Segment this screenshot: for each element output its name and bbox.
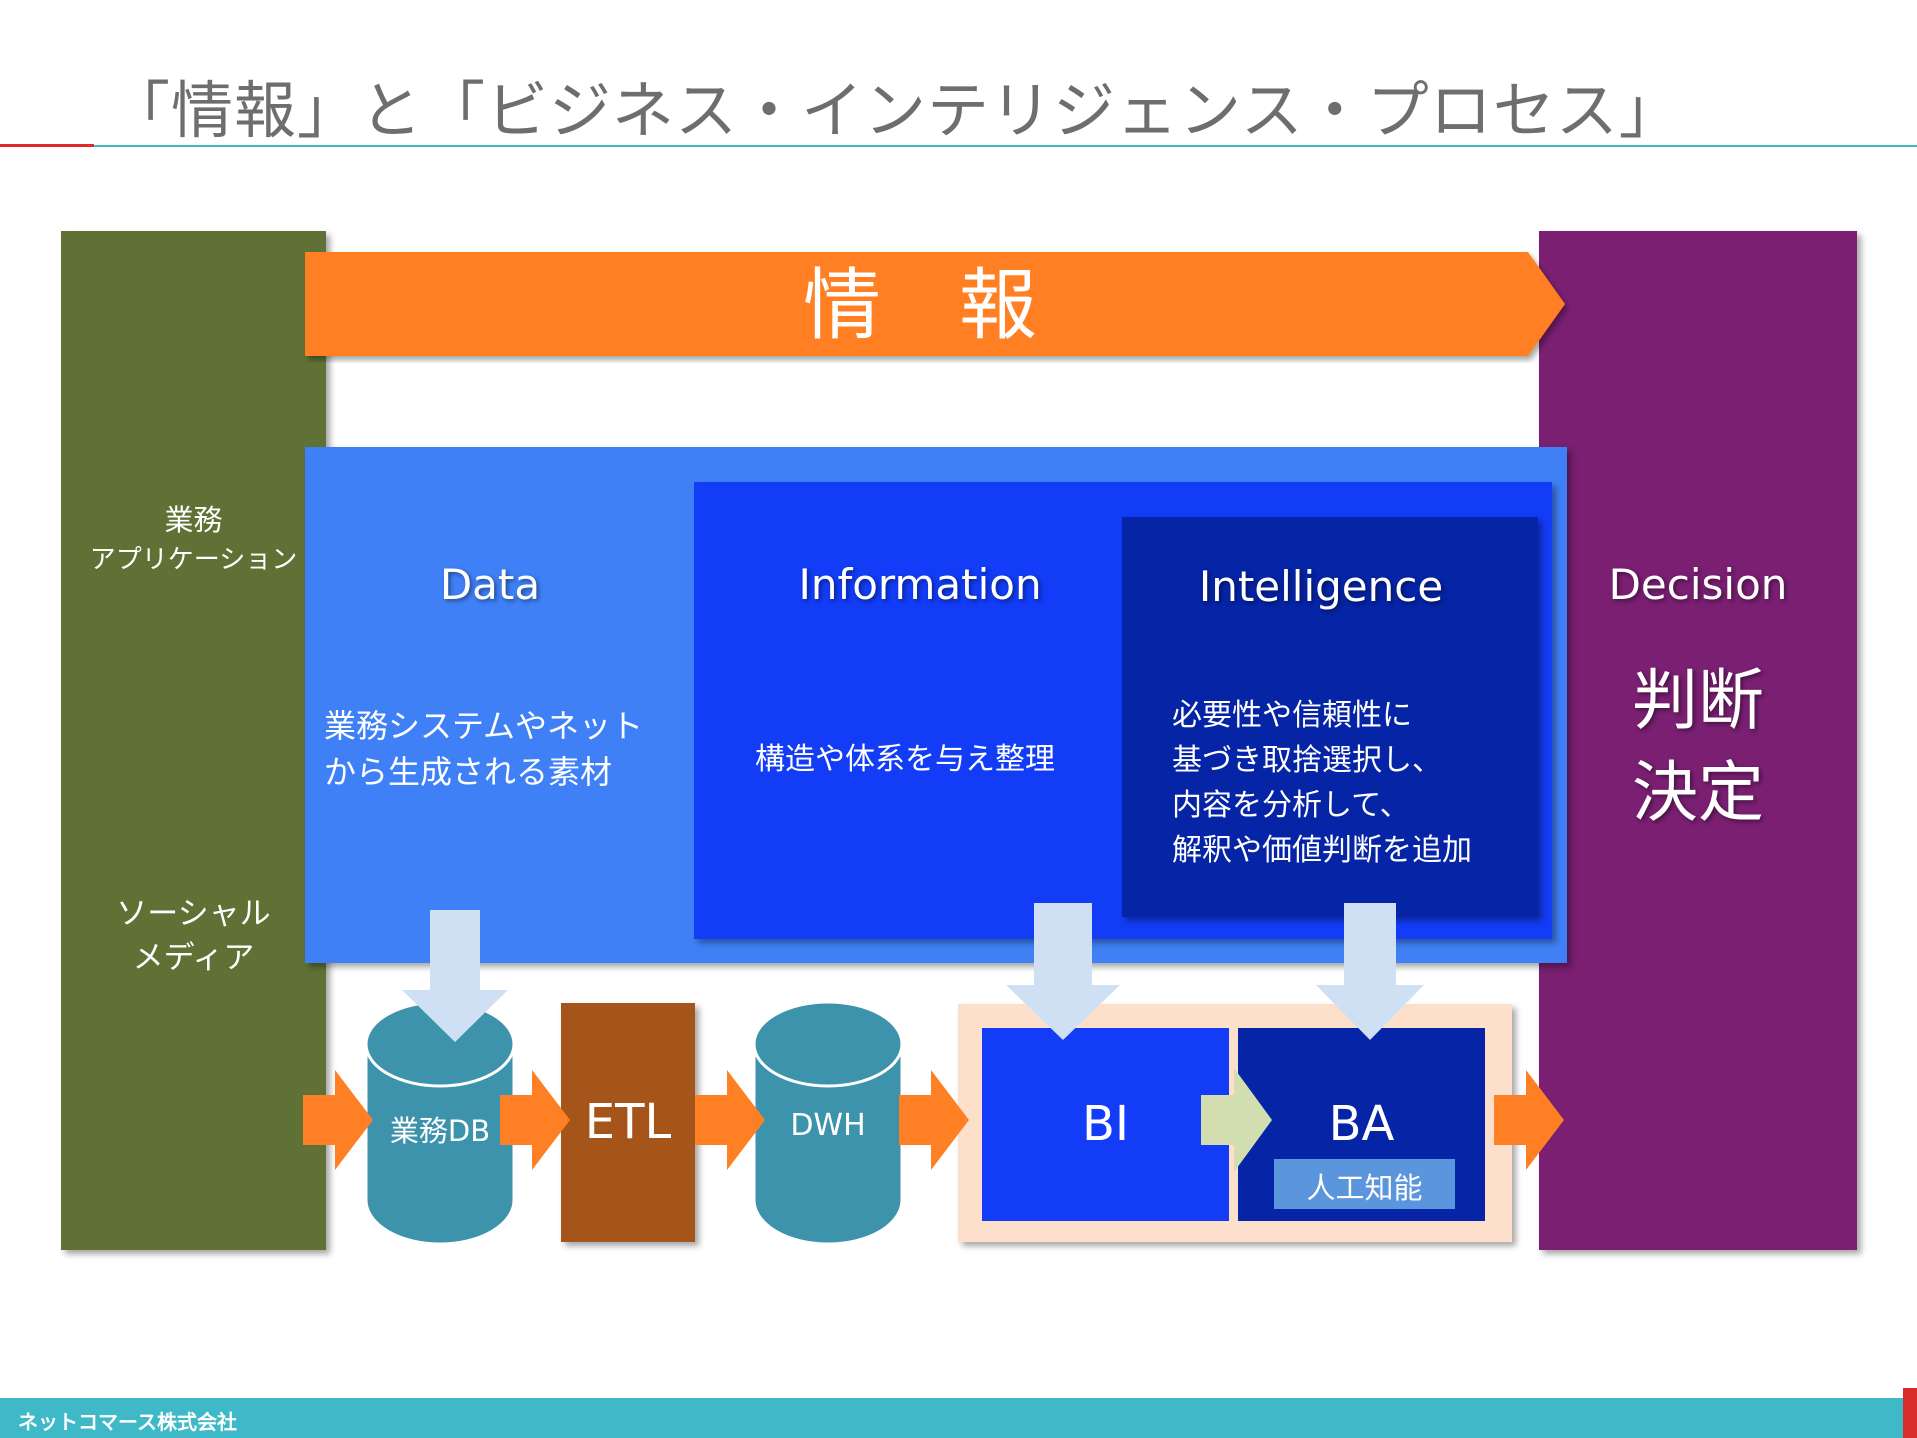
business-db-label: 業務DB [389,1114,491,1148]
dwh-cylinder [752,1000,904,1246]
intelligence-desc-line1: 必要性や信頼性に [1172,698,1412,733]
data-description: 業務システムやネット から生成される素材 [324,703,643,795]
source-business-app: 業務 アプリケーション [61,500,326,580]
intelligence-heading: Intelligence [1198,562,1444,611]
bi-label: BI [1081,1096,1130,1152]
decision-line1: 判断 [1632,662,1764,739]
footer-company: ネットコマース株式会社 [18,1410,237,1434]
intelligence-desc-line3: 内容を分析して、 [1172,788,1410,823]
decision-text: 判断 決定 [1539,655,1857,839]
dwh-label: DWH [790,1108,866,1143]
source-social-media: ソーシャル メディア [61,892,326,980]
intelligence-description: 必要性や信頼性に 基づき取捨選択し、 内容を分析して、 解釈や価値判断を追加 [1172,693,1472,873]
source-business-app-line2: アプリケーション [89,545,298,575]
slide-title: 「情報」と「ビジネス・インテリジェンス・プロセス」 [108,74,1682,147]
title-rule [94,145,1917,147]
source-panel [61,231,326,1250]
information-description: 構造や体系を与え整理 [755,742,1055,777]
intelligence-desc-line2: 基づき取捨選択し、 [1172,743,1442,778]
ba-label: BA [1328,1096,1395,1152]
decision-line2: 決定 [1632,754,1764,831]
information-heading: Information [798,560,1042,609]
data-desc-line1: 業務システムやネット [324,707,644,745]
intelligence-layer [1122,517,1538,917]
etl-box [561,1003,695,1242]
ai-label: 人工知能 [1306,1171,1423,1205]
source-social-media-line1: ソーシャル [116,896,271,932]
data-desc-line2: から生成される素材 [324,753,613,791]
data-heading: Data [439,560,541,609]
title-rule-accent [0,144,94,147]
decision-heading: Decision [1608,560,1788,609]
footer-accent [1903,1388,1917,1438]
intelligence-desc-line4: 解釈や価値判断を追加 [1172,833,1472,868]
source-business-app-line1: 業務 [164,503,223,537]
information-arrow [305,252,1565,356]
ai-tag [1274,1159,1455,1209]
information-arrow-label: 情 報 [802,261,1037,351]
decision-panel [1539,231,1857,1250]
etl-label: ETL [584,1094,672,1150]
footer-bar [0,1398,1917,1438]
bi-box [982,1028,1229,1221]
source-social-media-line2: メディア [132,940,255,976]
